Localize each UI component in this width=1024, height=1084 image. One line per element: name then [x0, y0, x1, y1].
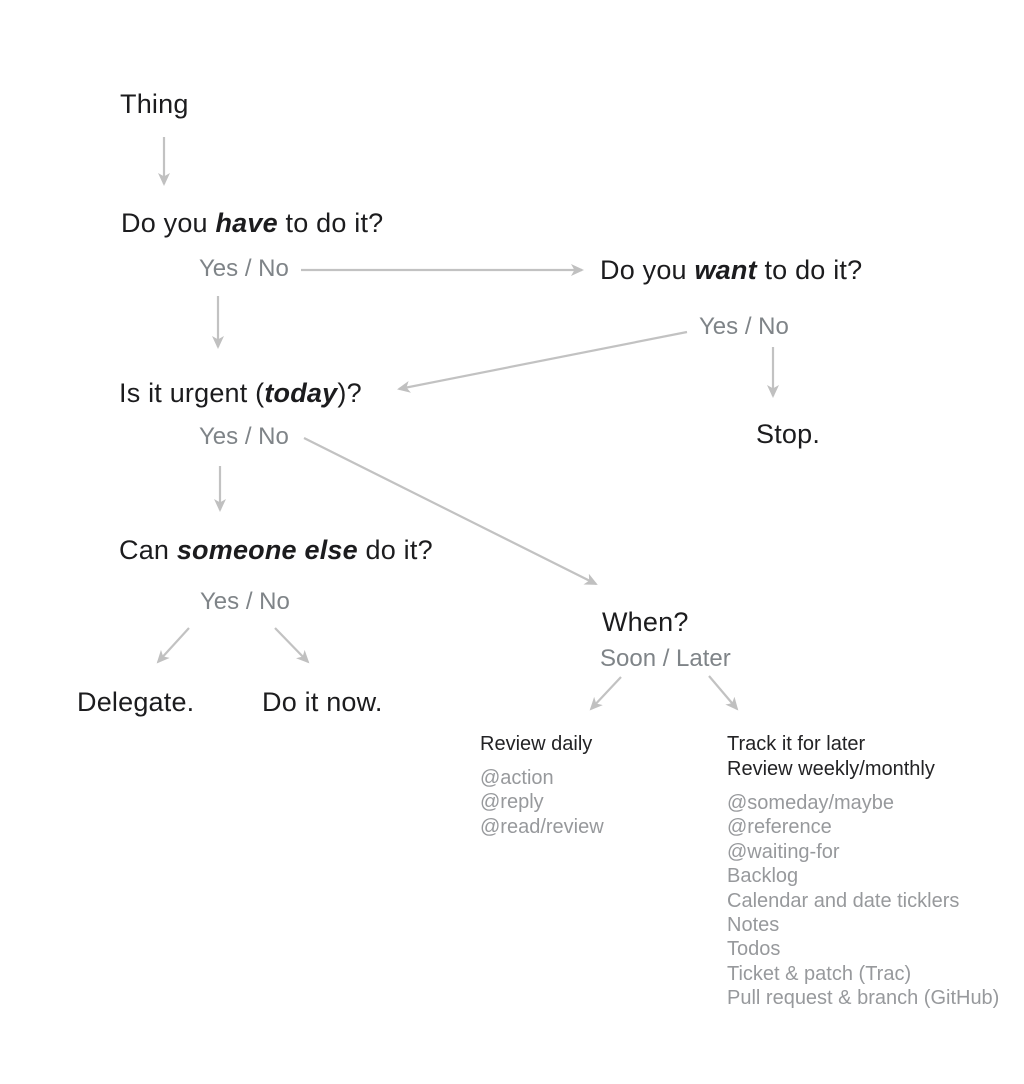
question-someone-else: Can someone else do it?	[119, 535, 433, 565]
review-daily-list: @action@reply@read/review	[480, 766, 604, 839]
question-want: Do you want to do it?	[600, 255, 863, 285]
emphasis-have: have	[215, 208, 278, 238]
list-item: @read/review	[480, 815, 604, 838]
node-stop: Stop.	[756, 419, 821, 449]
list-item: Calendar and date ticklers	[727, 889, 960, 912]
emphasis-want: want	[694, 255, 757, 285]
question-have: Do you have to do it?	[121, 208, 384, 238]
yes-no-label-have: Yes / No	[199, 255, 289, 282]
list-item: Backlog	[727, 865, 799, 888]
list-item: @action	[480, 767, 554, 789]
list-item: @waiting-for	[727, 840, 840, 863]
list-item: Todos	[727, 938, 781, 961]
list-item: Notes	[727, 914, 780, 937]
question-when: When?	[602, 607, 689, 637]
track-later-title-line2: Review weekly/monthly	[727, 757, 935, 780]
track-later-title-line1: Track it for later	[727, 733, 866, 755]
review-daily-title: Review daily	[480, 733, 593, 755]
arrow-someone-to-delegate	[156, 627, 190, 664]
yes-no-label-someone: Yes / No	[200, 588, 290, 615]
emphasis-someone-else: someone else	[176, 535, 358, 565]
arrow-when-to-daily	[589, 676, 622, 711]
arrow-want-to-urgent	[397, 330, 688, 393]
node-delegate: Delegate.	[77, 687, 195, 717]
track-later-title: Track it for later Review weekly/monthly	[727, 732, 935, 781]
emphasis-today: today	[264, 378, 338, 408]
list-item: Pull request & branch (GitHub)	[727, 987, 1000, 1010]
yes-no-label-urgent: Yes / No	[199, 423, 289, 450]
node-thing-label: Thing	[120, 89, 189, 119]
list-item: @reply	[480, 791, 544, 814]
node-thing: Thing	[120, 89, 189, 120]
list-item: Ticket & patch (Trac)	[727, 962, 912, 985]
node-do-it-now: Do it now.	[262, 687, 383, 717]
question-urgent: Is it urgent (today)?	[119, 378, 362, 408]
arrow-someone-to-donow	[274, 627, 310, 664]
soon-later-label: Soon / Later	[600, 645, 731, 672]
list-item: @reference	[727, 816, 832, 839]
list-item: @someday/maybe	[727, 792, 895, 814]
arrow-when-to-later	[708, 675, 739, 711]
yes-no-label-want: Yes / No	[699, 313, 789, 340]
